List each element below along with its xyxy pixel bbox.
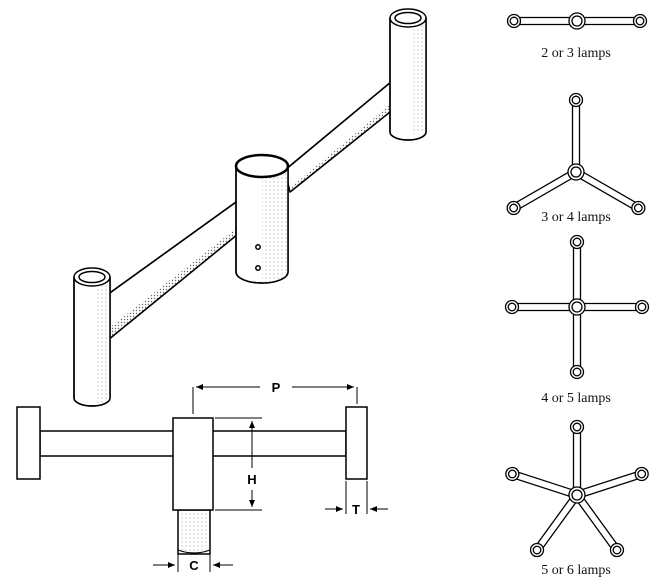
hub-elevation bbox=[172, 417, 214, 511]
lamp-socket-inner bbox=[572, 422, 582, 432]
config-icon-4 bbox=[505, 419, 649, 558]
center-hub-inner bbox=[571, 489, 583, 501]
lamp-socket-inner bbox=[507, 302, 517, 312]
configuration-icons bbox=[504, 12, 650, 558]
pole-stub bbox=[177, 509, 211, 555]
config-arm bbox=[572, 426, 582, 490]
config-arm bbox=[511, 302, 572, 312]
config-icon-3 bbox=[504, 234, 650, 380]
config-arm bbox=[510, 469, 574, 498]
dimension-lines bbox=[153, 384, 388, 572]
lamp-socket-inner bbox=[635, 16, 645, 26]
lamp-socket-inner bbox=[532, 545, 542, 555]
elevation-drawing bbox=[16, 406, 368, 555]
lamp-socket-inner bbox=[633, 203, 643, 213]
caption-5-or-6-lamps: 5 or 6 lamps bbox=[541, 563, 611, 578]
config-arm bbox=[513, 16, 572, 26]
dim-label-t: T bbox=[352, 502, 360, 517]
dim-label-p: P bbox=[272, 380, 281, 395]
config-arm bbox=[578, 171, 641, 212]
left-cap-elevation bbox=[16, 406, 41, 480]
dim-label-c: C bbox=[189, 558, 199, 573]
config-arm bbox=[571, 99, 581, 167]
caption-4-or-5-lamps: 4 or 5 lamps bbox=[541, 391, 611, 406]
bracket-perspective bbox=[73, 8, 427, 407]
lamp-socket-inner bbox=[509, 16, 519, 26]
crossarm-upper bbox=[284, 71, 416, 193]
caption-3-or-4-lamps: 3 or 4 lamps bbox=[541, 210, 611, 225]
config-arm bbox=[582, 16, 641, 26]
config-icon-2 bbox=[506, 92, 646, 216]
config-arm bbox=[572, 312, 582, 373]
config-arm bbox=[580, 469, 644, 498]
lamp-socket-inner bbox=[507, 469, 517, 479]
lamp-socket-inner bbox=[572, 237, 582, 247]
center-hub-inner bbox=[571, 301, 583, 313]
lamp-socket-inner bbox=[571, 95, 581, 105]
lamp-socket-inner bbox=[612, 545, 622, 555]
end-tube-right bbox=[389, 8, 427, 141]
lamp-socket-inner bbox=[572, 367, 582, 377]
end-tube-left bbox=[73, 267, 111, 407]
config-arm bbox=[572, 241, 582, 302]
config-icon-1 bbox=[506, 12, 648, 30]
lamp-socket-inner bbox=[637, 469, 647, 479]
caption-2-or-3-lamps: 2 or 3 lamps bbox=[541, 46, 611, 61]
center-hub bbox=[234, 153, 290, 284]
center-hub-inner bbox=[570, 166, 582, 178]
lamp-socket-inner bbox=[637, 302, 647, 312]
right-cap-elevation bbox=[345, 406, 368, 480]
config-arm bbox=[511, 171, 574, 212]
center-hub-inner bbox=[571, 15, 583, 27]
dim-label-h: H bbox=[247, 472, 256, 487]
lamp-socket-inner bbox=[509, 203, 519, 213]
config-arm bbox=[582, 302, 643, 312]
dimension-labels: P H T C bbox=[189, 380, 360, 573]
